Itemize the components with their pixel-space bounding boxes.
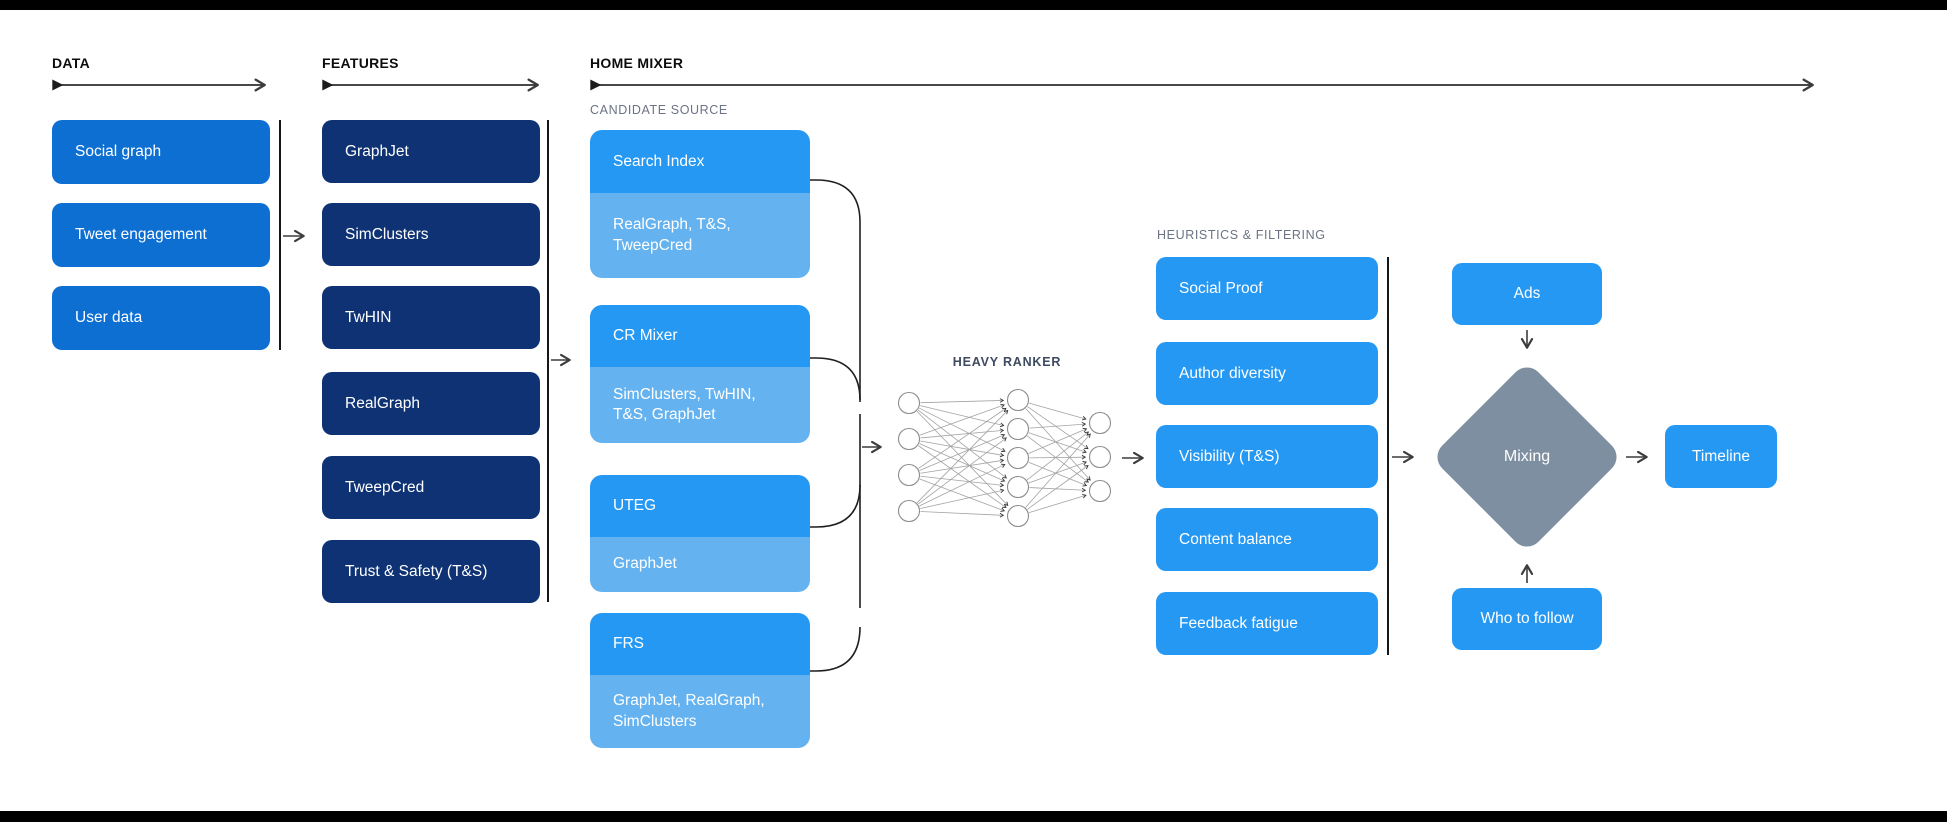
data-box-tweet-engagement: Tweet engagement (52, 203, 270, 267)
candidate-uses: RealGraph, T&S, TweepCred (590, 193, 810, 278)
nn-node (897, 427, 921, 451)
candidate-title: FRS (590, 613, 810, 675)
heuristics-header: HEURISTICS & FILTERING (1157, 228, 1326, 242)
heavy-ranker-header: HEAVY RANKER (952, 355, 1062, 369)
candidate-title: CR Mixer (590, 305, 810, 367)
nn-node (897, 499, 921, 523)
feature-box-trust-safety: Trust & Safety (T&S) (322, 540, 540, 603)
data-box-social-graph: Social graph (52, 120, 270, 184)
nn-node (1006, 417, 1030, 441)
feature-box-realgraph: RealGraph (322, 372, 540, 435)
feature-box-simclusters: SimClusters (322, 203, 540, 266)
heuristic-box-social-proof: Social Proof (1156, 257, 1378, 320)
candidate-source-header: CANDIDATE SOURCE (590, 103, 728, 117)
home-mixer-section-header: HOME MIXER (590, 55, 684, 71)
candidate-box-uteg: UTEG GraphJet (590, 475, 810, 592)
heuristic-box-visibility: Visibility (T&S) (1156, 425, 1378, 488)
cr-mixer-connector (810, 357, 861, 401)
uteg-connector (810, 484, 861, 528)
nn-node (1006, 446, 1030, 470)
data-section-header: DATA (52, 55, 91, 71)
candidate-uses: GraphJet (590, 537, 810, 592)
nn-node (1088, 411, 1112, 435)
nn-node (1088, 479, 1112, 503)
feature-box-twhin: TwHIN (322, 286, 540, 349)
nn-node (1088, 445, 1112, 469)
bottom-letterbox-bar (0, 811, 1947, 822)
candidate-uses: GraphJet, RealGraph, SimClusters (590, 675, 810, 748)
nn-node (1006, 475, 1030, 499)
feature-box-tweepcred: TweepCred (322, 456, 540, 519)
nn-node (1006, 504, 1030, 528)
heavy-ranker-neural-network (897, 388, 1112, 528)
features-section-header: FEATURES (322, 55, 399, 71)
heuristic-box-feedback-fatigue: Feedback fatigue (1156, 592, 1378, 655)
heuristic-box-author-diversity: Author diversity (1156, 342, 1378, 405)
search-index-connector (810, 179, 861, 223)
frs-connector (810, 626, 861, 672)
candidate-title: Search Index (590, 130, 810, 193)
data-box-user-data: User data (52, 286, 270, 350)
timeline-box: Timeline (1665, 425, 1777, 488)
top-letterbox-bar (0, 0, 1947, 10)
heuristic-box-content-balance: Content balance (1156, 508, 1378, 571)
feature-box-graphjet: GraphJet (322, 120, 540, 183)
nn-node (897, 463, 921, 487)
candidate-uses: SimClusters, TwHIN, T&S, GraphJet (590, 367, 810, 443)
mixing-diamond-label: Mixing (1503, 448, 1551, 465)
candidate-title: UTEG (590, 475, 810, 537)
ads-box: Ads (1452, 263, 1602, 325)
who-to-follow-box: Who to follow (1452, 588, 1602, 650)
nn-node (1006, 388, 1030, 412)
nn-node (897, 391, 921, 415)
candidate-box-cr-mixer: CR Mixer SimClusters, TwHIN, T&S, GraphJ… (590, 305, 810, 443)
candidate-box-frs: FRS GraphJet, RealGraph, SimClusters (590, 613, 810, 748)
candidate-box-search-index: Search Index RealGraph, T&S, TweepCred (590, 130, 810, 278)
